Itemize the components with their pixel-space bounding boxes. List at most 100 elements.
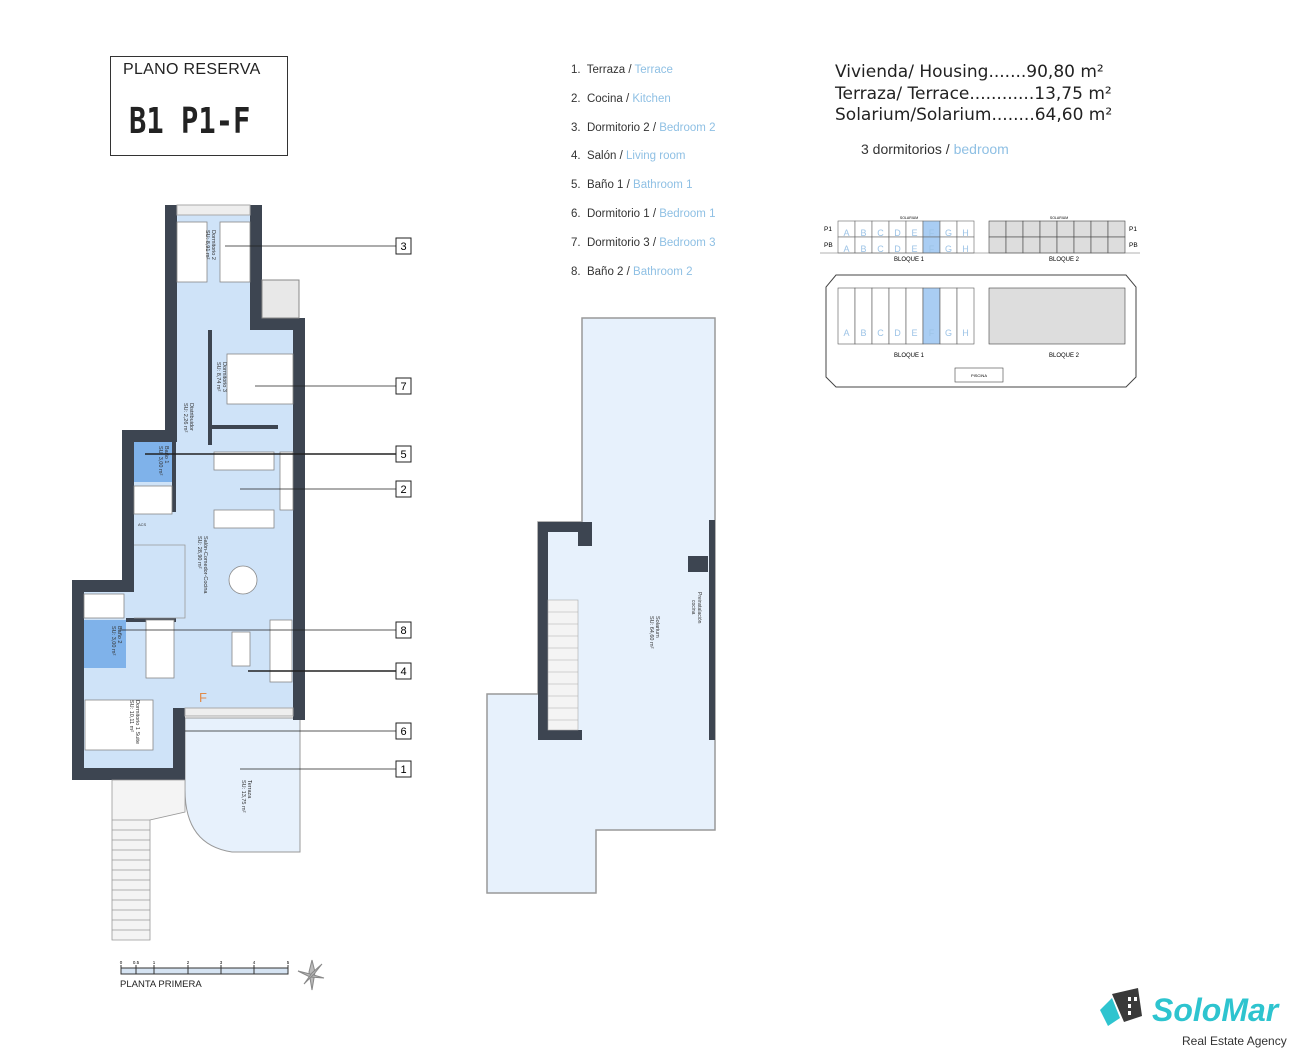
label-bano2: Baño 2 (116, 626, 122, 643)
logo-house-icon: SoloMar Real Estate Agency (1100, 988, 1287, 1048)
callout-number: 8 (400, 625, 406, 637)
legend-es: Baño 1 (586, 179, 624, 192)
area-value: 13,75 m² (1034, 83, 1112, 104)
label-bano2-area: SU: 3,00 m² (110, 626, 116, 656)
callout-5: 5 (145, 445, 412, 463)
label-preinstalacion-2: cocina (690, 600, 696, 615)
area-row: Terraza/ Terrace............13,75 m² (835, 84, 1112, 106)
area-dots: ....... (988, 62, 1027, 82)
callout-7: 7 (255, 377, 412, 395)
legend-es: Dormitorio 1 (586, 207, 650, 220)
site-unit-label: A (843, 328, 849, 338)
label-dorm1-area: SU: 10,11 m² (128, 700, 134, 732)
bedrooms-en: bedroom (953, 141, 1009, 157)
area-dots: ............ (969, 83, 1035, 104)
callout-4: 4 (248, 662, 412, 680)
logo-name: SoloMar (1152, 992, 1280, 1028)
legend-number: 5. (571, 179, 581, 192)
area-label: Vivienda/ Housing (835, 62, 989, 82)
callout-number: 6 (400, 726, 406, 738)
site-unit-label: D (894, 228, 901, 238)
site-unit-label: B (860, 328, 866, 338)
legend-number: 2. (571, 92, 581, 105)
callout-number: 7 (400, 381, 406, 393)
site-label: BLOQUE 2 (1049, 257, 1080, 263)
callout-number: 1 (400, 764, 406, 776)
site-label: BLOQUE 2 (1049, 353, 1080, 359)
site-unit-label: E (911, 244, 917, 254)
legend-es: Cocina (586, 92, 623, 105)
legend-en: Bedroom 1 (659, 207, 716, 220)
label-salon: Salón-Comedor-Cocina (202, 536, 208, 594)
label-distrib-area: SU: 2,26 m² (182, 403, 188, 433)
legend-en: Bedroom 3 (659, 236, 716, 249)
title-box: PLANO RESERVA B1 P1-F (110, 56, 288, 156)
site-unit-label: B (860, 228, 866, 238)
site-unit-label: D (894, 328, 901, 338)
area-value: 90,80 m² (1026, 62, 1104, 82)
legend-number: 6. (571, 207, 581, 220)
site-label: BLOQUE 1 (894, 353, 925, 359)
scale-tick-label: 0.5 (133, 960, 140, 965)
site-unit-label: H (962, 328, 969, 338)
legend-item: 7. Dormitorio 3 / Bedroom 3 (571, 236, 716, 249)
legend-number: 8. (571, 265, 581, 278)
legend-en: Bedroom 2 (659, 121, 716, 134)
site-unit-label: G (945, 244, 952, 254)
legend-es: Dormitorio 2 (586, 121, 650, 134)
legend-item: 5. Baño 1 / Bathroom 1 (571, 179, 693, 192)
area-row: Vivienda/ Housing.......90,80 m² (835, 62, 1112, 84)
callout-number: 5 (400, 449, 406, 461)
legend-en: Kitchen (632, 92, 671, 105)
site-unit-label: B (860, 244, 866, 254)
legend-en: Bathroom 1 (633, 179, 693, 192)
legend-en: Living room (626, 150, 686, 163)
area-label: Terraza/ Terrace (835, 83, 970, 104)
scale-tick-label: 0 (120, 960, 123, 965)
scale-tick-label: 5 (287, 960, 290, 965)
bathroom-2-floor (84, 620, 126, 668)
callout-number: 2 (400, 484, 406, 496)
label-dorm3-area: SU: 8,74 m² (215, 362, 221, 392)
callout-6: 6 (185, 722, 412, 740)
bedrooms-es: 3 dormitorios / (861, 141, 954, 157)
site-unit-label: D (894, 244, 901, 254)
legend-item: 4. Salón / Living room (571, 150, 686, 163)
legend-item: 6. Dormitorio 1 / Bedroom 1 (571, 207, 716, 220)
label-preinstalacion: Preinstalación (696, 592, 702, 624)
legend-item: 3. Dormitorio 2 / Bedroom 2 (571, 121, 716, 134)
legend-number: 3. (571, 121, 581, 134)
solarium-plan: Solarium SU: 64,60 m² Preinstalación coc… (486, 317, 716, 894)
label-solarium-area: SU: 64,60 m² (648, 616, 654, 649)
area-label: Solarium/Solarium (835, 105, 992, 125)
bathroom-1-floor (134, 442, 176, 482)
site-unit-label: A (843, 228, 849, 238)
legend-item: 1. Terraza / Terrace (571, 64, 673, 76)
site-label: SOLARIUM (900, 216, 918, 220)
label-solarium: Solarium (654, 616, 660, 638)
label-terraza: Terraza (246, 780, 252, 799)
furniture (83, 221, 294, 751)
site-label: BLOQUE 1 (894, 257, 925, 263)
site-label: PB (1129, 242, 1138, 249)
logo-tagline: Real Estate Agency (1182, 1034, 1287, 1048)
site-unit-label: E (911, 228, 917, 238)
legend-es: Dormitorio 3 (586, 236, 650, 249)
north-arrow-icon (297, 959, 325, 991)
bedroom-count: 3 dormitorios / bedroom (861, 141, 1009, 157)
walls (72, 205, 305, 780)
area-row: Solarium/Solarium........64,60 m² (835, 105, 1112, 127)
legend-es: Salón (586, 150, 617, 163)
area-value: 64,60 m² (1034, 105, 1113, 125)
label-salon-area: SU: 28,90 m² (196, 536, 202, 569)
site-label: SOLARIUM (1050, 216, 1068, 220)
site-unit-label: G (945, 328, 952, 338)
label-distrib: Distribuidor (188, 403, 194, 431)
legend-number: 1. (571, 64, 581, 76)
site-label: P1 (1129, 226, 1137, 233)
site-label: PB (824, 242, 833, 249)
site-unit-label: C (877, 328, 884, 338)
area-dots: ........ (991, 105, 1035, 125)
